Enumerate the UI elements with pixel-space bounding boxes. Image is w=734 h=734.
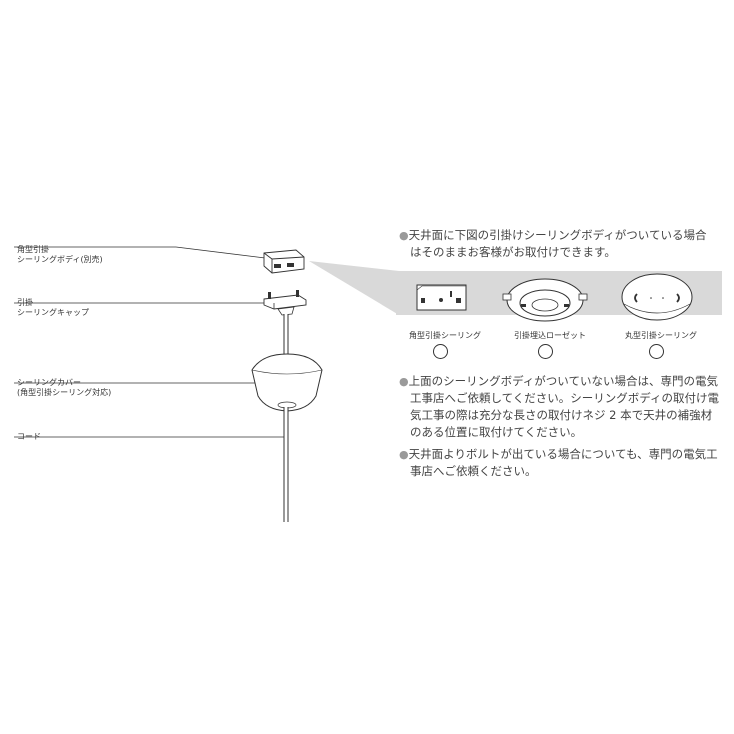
leader-line-body-diag	[175, 246, 266, 259]
square-ceiling-body	[263, 249, 305, 274]
bullet-icon: ●	[399, 448, 409, 461]
hook-ceiling-cap	[263, 290, 307, 316]
check-circle-rosette	[538, 344, 553, 359]
note-1: ●天井面に下図の引掛けシーリングボディがついている場合 はそのままお客様がお取付…	[399, 228, 707, 259]
label-ceiling-cover: シーリングカバー (角型引掛シーリング対応)	[17, 378, 112, 397]
ceiling-cover	[251, 353, 323, 412]
check-circle-round	[649, 344, 664, 359]
label-cord: コード	[17, 432, 41, 441]
bullet-icon: ●	[399, 229, 409, 242]
label-hook-cap: 引掛 シーリングキャップ	[17, 298, 89, 317]
note-3: ●天井面よりボルトが出ている場合についても、専門の電気工 事店へご依頼ください。	[399, 447, 718, 478]
type-label-square: 角型引掛シーリング	[409, 331, 481, 340]
square-hook-ceiling-icon	[416, 284, 467, 311]
type-label-rosette: 引掛埋込ローゼット	[514, 331, 586, 340]
round-hook-ceiling-icon	[621, 273, 693, 321]
note-2: ●上面のシーリングボディがついていない場合は、専門の電気 工事店へご依頼してくだ…	[399, 374, 720, 439]
type-label-round: 丸型引掛シーリング	[625, 331, 697, 340]
label-square-body: 角型引掛 シーリングボディ(別売)	[17, 245, 103, 264]
callout-wedge	[309, 261, 399, 315]
bullet-icon: ●	[399, 375, 409, 388]
check-circle-square	[433, 344, 448, 359]
embedded-rosette-icon	[502, 278, 588, 322]
